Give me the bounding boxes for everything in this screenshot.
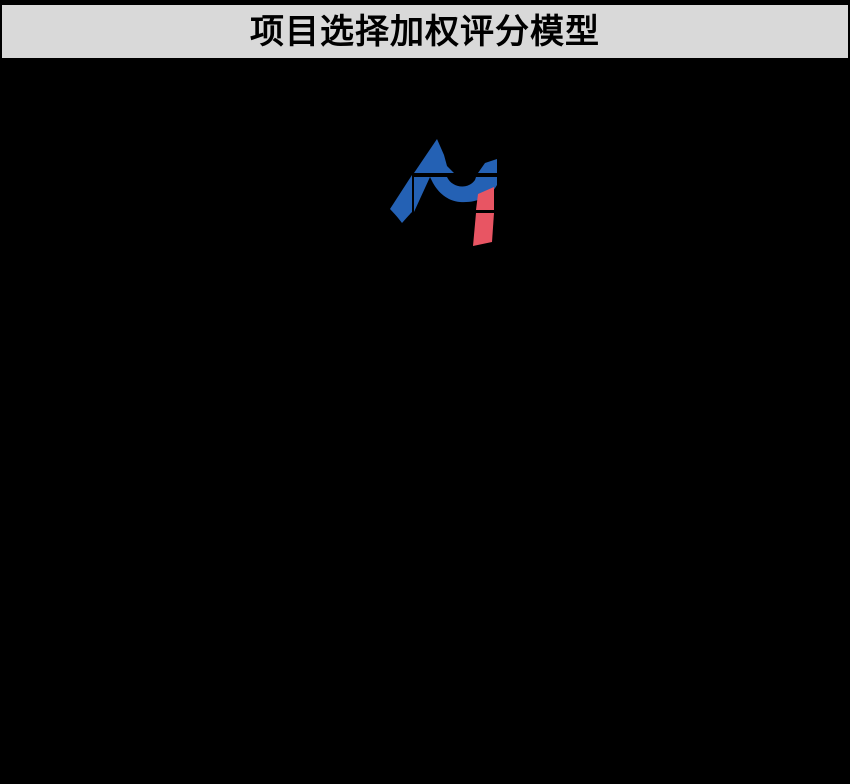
page-title: 项目选择加权评分模型 xyxy=(250,11,600,52)
title-bar: 项目选择加权评分模型 xyxy=(2,5,848,58)
logo-icon xyxy=(390,139,497,246)
